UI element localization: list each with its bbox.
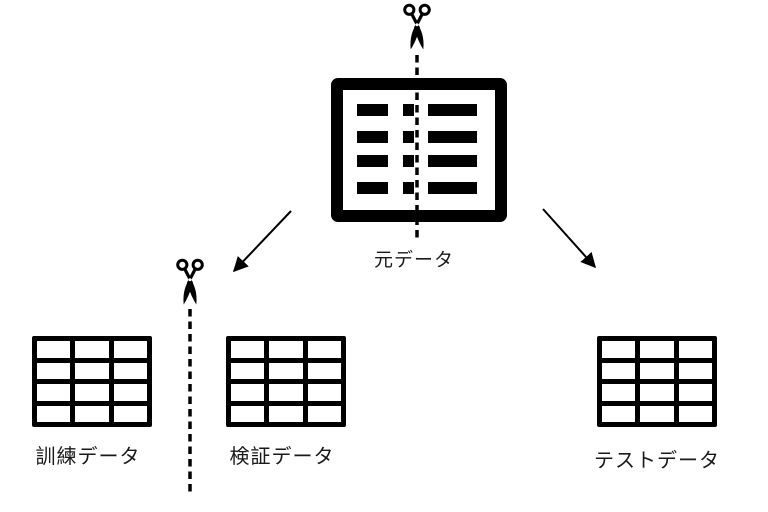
table-cell bbox=[113, 405, 147, 422]
arrow-to-train-validation bbox=[232, 210, 292, 273]
table-cell bbox=[37, 384, 71, 401]
table-cell bbox=[640, 362, 674, 379]
table-cell bbox=[678, 362, 712, 379]
table-cell bbox=[602, 384, 636, 401]
table-cell bbox=[37, 341, 71, 358]
table-cell bbox=[307, 405, 341, 422]
source-data-label: 元データ bbox=[373, 249, 454, 271]
table-cell bbox=[113, 341, 147, 358]
table-cell bbox=[307, 384, 341, 401]
table-cell bbox=[231, 405, 265, 422]
test-data-table-icon bbox=[597, 336, 717, 427]
table-cell bbox=[640, 341, 674, 358]
validation-data-label: 検証データ bbox=[229, 444, 335, 468]
data-row bbox=[343, 155, 495, 167]
table-cell bbox=[307, 362, 341, 379]
validation-data-table-icon bbox=[226, 336, 346, 427]
table-cell bbox=[75, 384, 109, 401]
train-data-table-icon bbox=[32, 336, 152, 427]
data-row bbox=[343, 182, 495, 194]
table-cell bbox=[231, 341, 265, 358]
table-cell bbox=[269, 341, 303, 358]
table-cell bbox=[678, 384, 712, 401]
table-cell bbox=[678, 341, 712, 358]
table-cell bbox=[75, 341, 109, 358]
scissors-icon bbox=[403, 3, 431, 52]
test-data-label: テストデータ bbox=[594, 448, 720, 472]
table-cell bbox=[678, 405, 712, 422]
table-cell bbox=[307, 341, 341, 358]
arrow-to-test bbox=[542, 208, 597, 269]
source-data-table-icon bbox=[331, 78, 507, 222]
table-cell bbox=[602, 341, 636, 358]
table-cell bbox=[37, 362, 71, 379]
table-cell bbox=[602, 405, 636, 422]
table-cell bbox=[113, 384, 147, 401]
table-cell bbox=[269, 405, 303, 422]
table-cell bbox=[113, 362, 147, 379]
table-cell bbox=[602, 362, 636, 379]
table-cell bbox=[75, 362, 109, 379]
table-cell bbox=[231, 384, 265, 401]
table-cell bbox=[37, 405, 71, 422]
data-row bbox=[343, 104, 495, 116]
table-cell bbox=[640, 384, 674, 401]
train-data-label: 訓練データ bbox=[35, 444, 141, 468]
table-cell bbox=[269, 384, 303, 401]
table-cell bbox=[269, 362, 303, 379]
data-row bbox=[343, 131, 495, 143]
table-cell bbox=[231, 362, 265, 379]
table-cell bbox=[640, 405, 674, 422]
table-cell bbox=[75, 405, 109, 422]
scissors-icon bbox=[176, 258, 204, 307]
